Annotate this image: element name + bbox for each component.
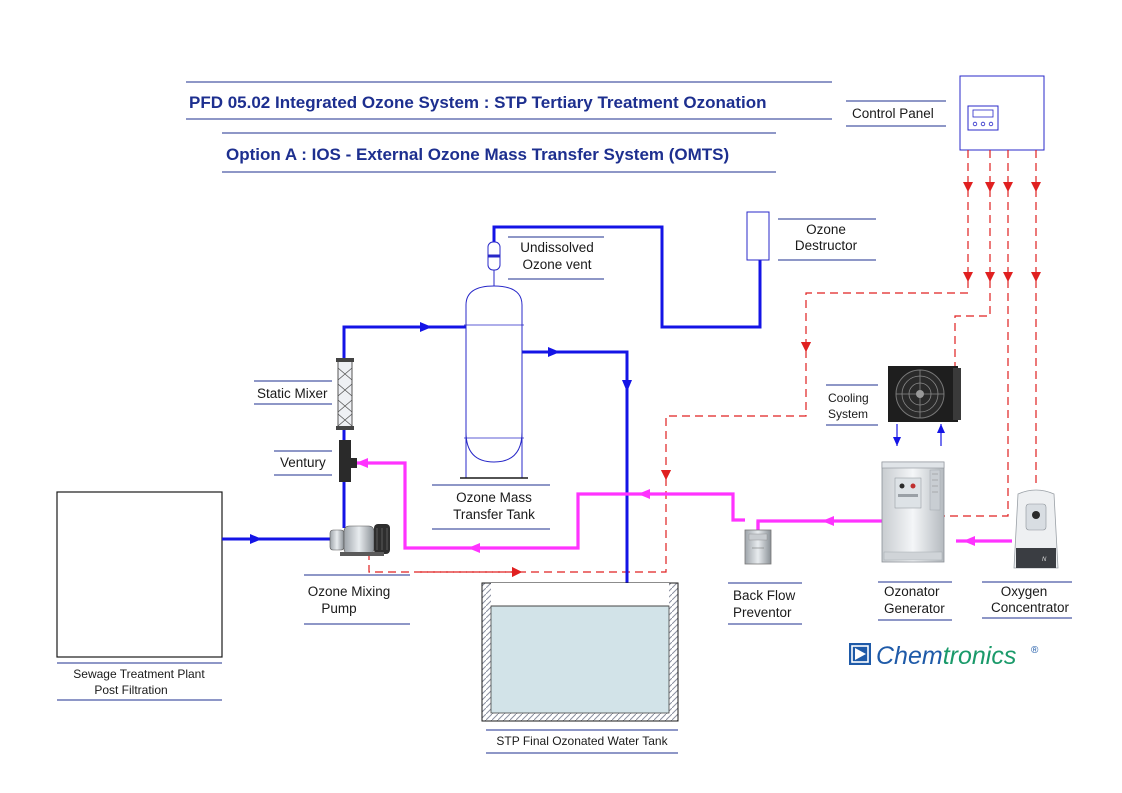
final-water-tank: STP Final Ozonated Water Tank (481, 582, 679, 754)
chemtronics-logo: Chemtronics ® (849, 642, 1039, 670)
final-tank-label: STP Final Ozonated Water Tank (496, 734, 668, 748)
mass-transfer-tank: Ozone Mass Transfer Tank (432, 285, 550, 530)
ozone-vent: Undissolved Ozone vent (487, 236, 604, 286)
ozone-lines (355, 458, 1012, 553)
ozonator-label-line2: Generator (884, 601, 945, 616)
back-flow-label-line1: Back Flow (733, 588, 796, 603)
ozone-destructor: Ozone Destructor (746, 211, 876, 261)
ozonator-label-line1: Ozonator (884, 584, 940, 599)
cooling-label-line2: System (828, 407, 868, 421)
control-lines (368, 150, 1041, 577)
cooling-system: Cooling System (826, 366, 961, 446)
brand-name-part-a: Chem (876, 642, 943, 670)
back-flow-label-line2: Preventor (733, 605, 792, 620)
control-panel-label: Control Panel (852, 106, 934, 121)
stp-source: Sewage Treatment Plant Post Filtration (56, 491, 223, 701)
static-mixer-label: Static Mixer (257, 386, 328, 401)
static-mixer: Static Mixer (254, 358, 354, 430)
mixing-pump-label-line1: Ozone Mixing (308, 584, 391, 599)
mixing-pump-label-line2: Pump (321, 601, 356, 616)
ozone-destructor-label-line2: Destructor (795, 238, 858, 253)
oxygen-label-line2: Concentrator (991, 600, 1070, 615)
ozone-vent-label-line1: Undissolved (520, 240, 594, 255)
oxygen-concentrator: N Oxygen Concentrator (982, 489, 1072, 619)
ozone-vent-label-line2: Ozone vent (522, 257, 591, 272)
title-block: PFD 05.02 Integrated Ozone System : STP … (186, 81, 832, 173)
mass-tank-label-line2: Transfer Tank (453, 507, 535, 522)
ozonator-generator: Ozonator Generator (878, 461, 952, 621)
oxygen-label-line1: Oxygen (1001, 584, 1048, 599)
stp-label-line1: Sewage Treatment Plant (73, 667, 205, 681)
control-panel: Control Panel (846, 75, 1045, 151)
mass-tank-label-line1: Ozone Mass (456, 490, 532, 505)
water-lines (222, 225, 762, 655)
brand-registered-mark: ® (1031, 645, 1039, 656)
sub-title: Option A : IOS - External Ozone Mass Tra… (226, 145, 729, 164)
mixing-pump: Ozone Mixing Pump (304, 524, 410, 625)
stp-label-line2: Post Filtration (94, 683, 167, 697)
svg-text:N: N (1042, 557, 1047, 563)
main-title: PFD 05.02 Integrated Ozone System : STP … (189, 93, 767, 112)
brand-name-part-b: tronics (943, 642, 1017, 670)
venturi-label: Ventury (280, 455, 326, 470)
ozone-destructor-label-line1: Ozone (806, 222, 846, 237)
brand-name: Chemtronics (876, 642, 1016, 670)
venturi: Ventury (274, 440, 357, 482)
back-flow-preventor: Back Flow Preventor (728, 529, 802, 625)
cooling-label-line1: Cooling (828, 391, 869, 405)
